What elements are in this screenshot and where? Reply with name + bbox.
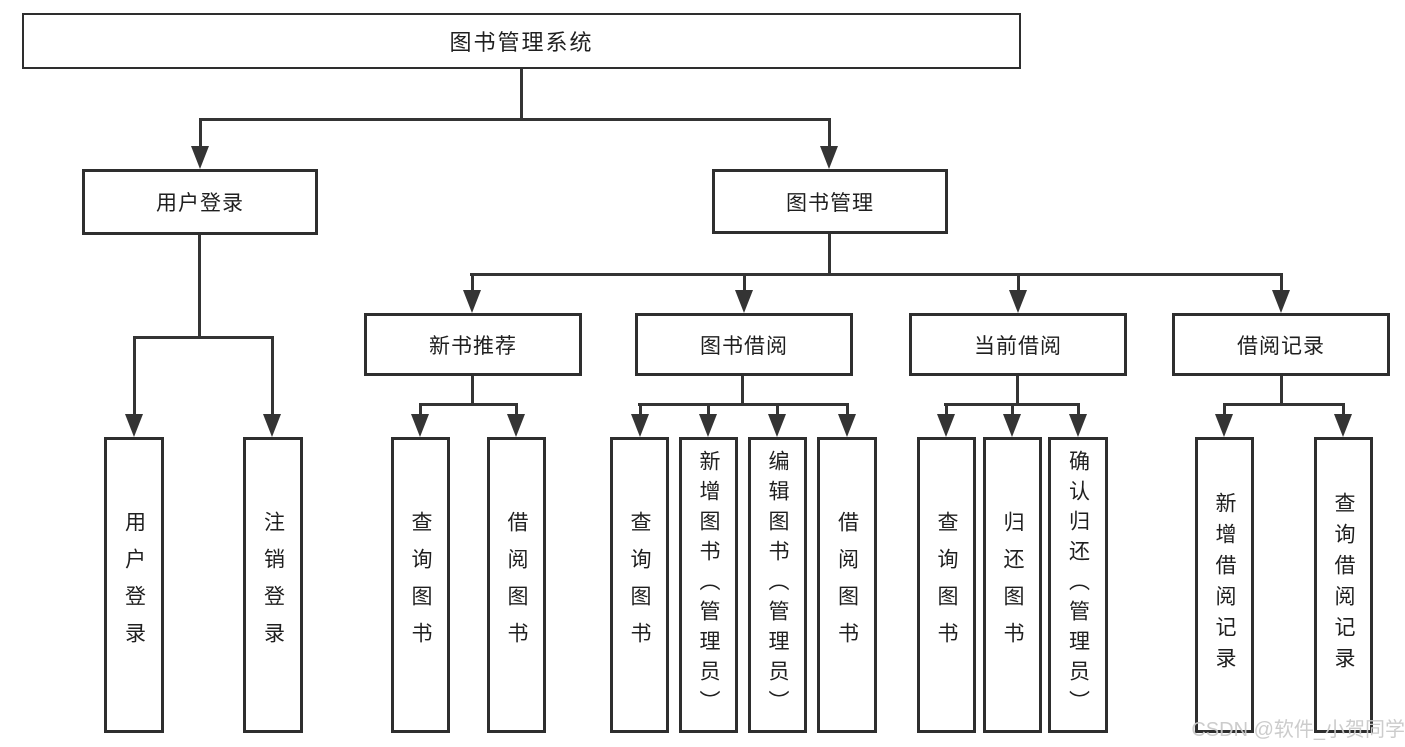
leaf-records-query-record: 查询借阅记录	[1314, 437, 1373, 733]
leaf-current-confirm-return-admin-label: 确认归还（管理员）	[1066, 450, 1090, 720]
arrowhead-down-icon	[820, 146, 838, 169]
arrowhead-down-icon	[631, 414, 649, 437]
connector-arrow-stem	[639, 403, 642, 416]
leaf-borrow-query-books-label: 查询图书	[628, 511, 651, 659]
connector-line	[1223, 403, 1345, 406]
connector-line	[419, 403, 518, 406]
arrowhead-down-icon	[768, 414, 786, 437]
connector-arrow-stem	[1077, 403, 1080, 416]
node-root-label: 图书管理系统	[449, 30, 594, 55]
connector-line	[133, 336, 274, 339]
leaf-borrow-edit-books-admin-label: 编辑图书（管理员）	[766, 450, 789, 720]
node-current-borrow: 当前借阅	[909, 313, 1127, 376]
connector-arrow-stem	[1280, 273, 1283, 292]
leaf-recommend-query-books-label: 查询图书	[409, 511, 432, 659]
leaf-current-query-books: 查询图书	[917, 437, 976, 733]
connector-arrow-stem	[271, 336, 274, 416]
connector-arrow-stem	[828, 118, 831, 148]
arrowhead-down-icon	[1009, 290, 1027, 313]
connector-line	[471, 376, 474, 404]
connector-line	[1280, 376, 1283, 404]
node-new-book-recommend-label: 新书推荐	[429, 334, 517, 358]
leaf-current-confirm-return-admin: 确认归还（管理员）	[1048, 437, 1108, 733]
arrowhead-down-icon	[1334, 414, 1352, 437]
leaf-recommend-borrow-books-label: 借阅图书	[505, 511, 528, 659]
connector-arrow-stem	[515, 403, 518, 416]
arrowhead-down-icon	[1272, 290, 1290, 313]
arrowhead-down-icon	[191, 146, 209, 169]
node-borrow-records: 借阅记录	[1172, 313, 1390, 376]
leaf-recommend-borrow-books: 借阅图书	[487, 437, 546, 733]
connector-arrow-stem	[419, 403, 422, 416]
connector-arrow-stem	[1017, 273, 1020, 292]
node-root: 图书管理系统	[22, 13, 1021, 69]
arrowhead-down-icon	[263, 414, 281, 437]
arrowhead-down-icon	[1003, 414, 1021, 437]
connector-arrow-stem	[776, 403, 779, 416]
connector-arrow-stem	[846, 403, 849, 416]
leaf-records-add-record: 新增借阅记录	[1195, 437, 1254, 733]
leaf-current-return-books: 归还图书	[983, 437, 1042, 733]
connector-line	[1016, 376, 1019, 404]
connector-line	[470, 273, 1283, 276]
node-book-management: 图书管理	[712, 169, 948, 234]
connector-arrow-stem	[1011, 403, 1014, 416]
connector-arrow-stem	[199, 118, 202, 148]
node-new-book-recommend: 新书推荐	[364, 313, 582, 376]
arrowhead-down-icon	[1215, 414, 1233, 437]
leaf-borrow-query-books: 查询图书	[610, 437, 669, 733]
watermark: CSDN @软件_小贺同学	[1191, 719, 1405, 741]
node-user-login-label: 用户登录	[156, 192, 244, 215]
connector-arrow-stem	[471, 273, 474, 292]
node-borrow-records-label: 借阅记录	[1237, 334, 1325, 358]
leaf-recommend-query-books: 查询图书	[391, 437, 450, 733]
node-book-borrow-label: 图书借阅	[700, 334, 788, 358]
connector-line	[199, 118, 831, 121]
leaf-borrow-add-books-admin: 新增图书（管理员）	[679, 437, 738, 733]
node-book-borrow: 图书借阅	[635, 313, 853, 376]
node-current-borrow-label: 当前借阅	[974, 334, 1062, 358]
leaf-borrow-add-books-admin-label: 新增图书（管理员）	[697, 450, 720, 720]
leaf-records-add-record-label: 新增借阅记录	[1213, 492, 1236, 678]
connector-arrow-stem	[1342, 403, 1345, 416]
leaf-user-login: 用户登录	[104, 437, 164, 733]
leaf-borrow-edit-books-admin: 编辑图书（管理员）	[748, 437, 807, 733]
leaf-borrow-borrow-books: 借阅图书	[817, 437, 877, 733]
arrowhead-down-icon	[411, 414, 429, 437]
leaf-user-login-label: 用户登录	[122, 511, 146, 659]
arrowhead-down-icon	[699, 414, 717, 437]
node-user-login: 用户登录	[82, 169, 318, 235]
leaf-borrow-borrow-books-label: 借阅图书	[835, 511, 859, 659]
node-book-management-label: 图书管理	[786, 191, 874, 215]
leaf-current-return-books-label: 归还图书	[1001, 511, 1024, 659]
connector-arrow-stem	[1223, 403, 1226, 416]
connector-line	[638, 403, 849, 406]
connector-line	[741, 376, 744, 404]
connector-line	[520, 68, 523, 118]
connector-arrow-stem	[945, 403, 948, 416]
leaf-current-query-books-label: 查询图书	[935, 511, 958, 659]
leaf-logout: 注销登录	[243, 437, 303, 733]
connector-line	[198, 234, 201, 337]
arrowhead-down-icon	[507, 414, 525, 437]
arrowhead-down-icon	[735, 290, 753, 313]
arrowhead-down-icon	[125, 414, 143, 437]
leaf-records-query-record-label: 查询借阅记录	[1332, 492, 1355, 678]
connector-line	[828, 233, 831, 274]
leaf-logout-label: 注销登录	[261, 511, 285, 659]
connector-arrow-stem	[707, 403, 710, 416]
arrowhead-down-icon	[937, 414, 955, 437]
connector-arrow-stem	[133, 336, 136, 416]
arrowhead-down-icon	[1069, 414, 1087, 437]
connector-arrow-stem	[743, 273, 746, 292]
arrowhead-down-icon	[838, 414, 856, 437]
arrowhead-down-icon	[463, 290, 481, 313]
